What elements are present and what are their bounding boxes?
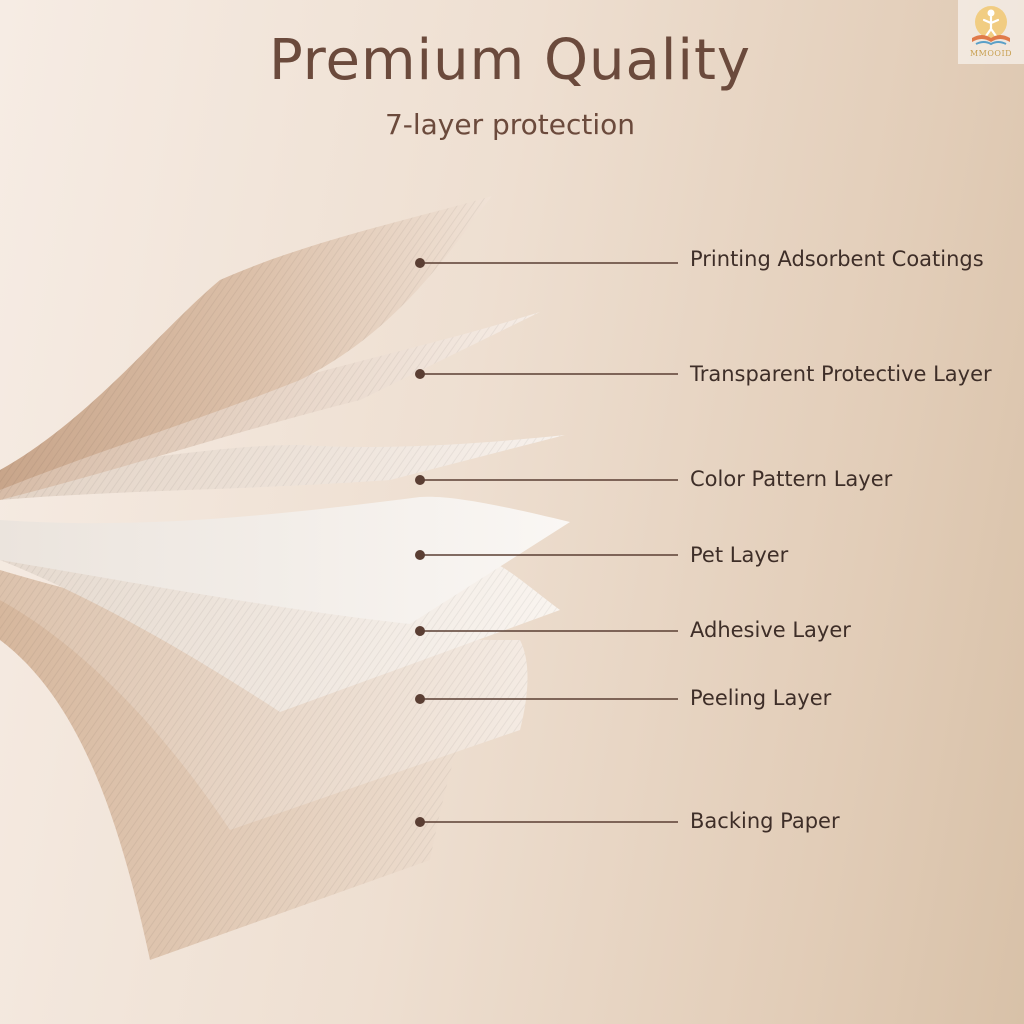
callout-adhesive-layer [415,626,678,636]
brand-logo-text: MMOOID [969,49,1013,58]
label-printing-adsorbent-coatings: Printing Adsorbent Coatings [690,247,984,271]
label-peeling-layer: Peeling Layer [690,686,832,710]
page-title: Premium Quality [268,28,752,93]
callout-peeling-layer [415,694,678,704]
sheet-pet-layer [0,496,570,624]
callout-backing-paper [415,817,678,827]
callout-pet-layer [415,550,678,560]
callout-transparent-protective-layer [415,369,678,379]
label-backing-paper: Backing Paper [690,809,840,833]
sheet-transparent-protective-layer [0,312,540,500]
callout-printing-adsorbent-coatings [415,258,678,268]
sheet-printing-adsorbent-coatings [0,196,492,490]
callout-color-pattern-layer [415,475,678,485]
label-pet-layer: Pet Layer [690,543,789,567]
brand-logo: MMOOID [958,0,1024,64]
label-color-pattern-layer: Color Pattern Layer [690,467,893,491]
sheet-color-pattern-layer [0,435,565,500]
page-subtitle: 7-layer protection [384,108,636,141]
label-transparent-protective-layer: Transparent Protective Layer [690,362,992,386]
label-adhesive-layer: Adhesive Layer [690,618,851,642]
brand-logo-icon [972,6,1010,46]
